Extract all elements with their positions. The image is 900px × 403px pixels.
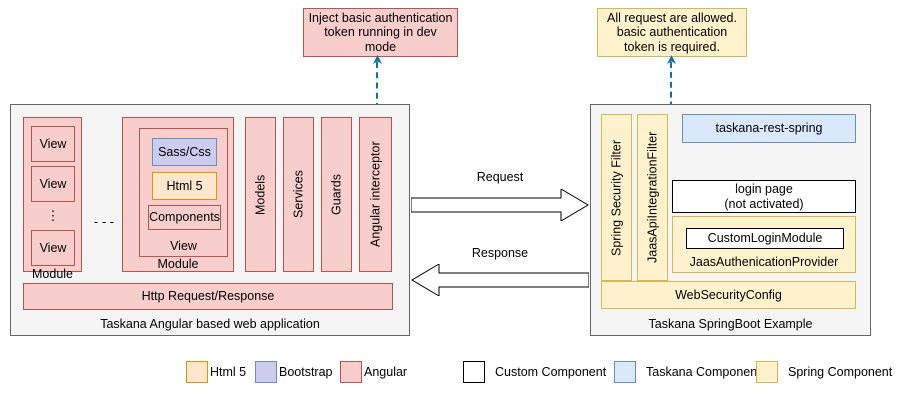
jaas-provider-label-text: JaasAuthenicationProvider xyxy=(689,255,839,269)
http-request-response-bar: Http Request/Response xyxy=(23,283,393,310)
legend-item-html5: Html 5 xyxy=(186,361,246,383)
web-security-config-label: WebSecurityConfig xyxy=(675,287,782,302)
module-a-view-3: View xyxy=(31,230,75,266)
module-a-view-1-label: View xyxy=(39,136,67,151)
column-angular-interceptor: Angular interceptor xyxy=(359,117,392,272)
web-security-config-box: WebSecurityConfig xyxy=(601,281,856,309)
module-a-ellipsis: ⋮ xyxy=(31,204,75,228)
legend-swatch-bootstrap xyxy=(255,361,277,383)
legend-label-custom-component: Custom Component xyxy=(495,365,607,379)
request-arrow xyxy=(411,189,589,221)
legend-label-html5: Html 5 xyxy=(210,365,247,379)
login-page-box: login page (not activated) xyxy=(672,180,856,213)
callout-right-line1: All request are allowed. xyxy=(607,10,737,25)
left-panel-caption: Taskana Angular based web application xyxy=(10,316,410,332)
module-a-label-text: Module xyxy=(32,267,73,281)
module-b-sass-css-label: Sass/Css xyxy=(158,144,211,159)
connector-left-arrowhead xyxy=(373,55,382,64)
legend-swatch-taskana-component xyxy=(614,361,636,383)
login-page-line2: (not activated) xyxy=(724,196,804,211)
legend-item-taskana-component: Taskana Component xyxy=(614,361,761,383)
module-b-label: Module xyxy=(122,257,234,271)
callout-left-line2: token running in dev xyxy=(324,25,437,40)
right-panel-caption-text: Taskana SpringBoot Example xyxy=(648,317,813,331)
filter-spring-security-label: Spring Security Filter xyxy=(609,139,624,256)
legend-label-taskana-component: Taskana Component xyxy=(646,365,761,379)
request-label-text: Request xyxy=(476,170,524,184)
module-a-view-2: View xyxy=(31,166,75,202)
callout-right: All request are allowed. basic authentic… xyxy=(597,8,747,57)
http-request-response-label: Http Request/Response xyxy=(141,289,275,304)
taskana-rest-spring-label: taskana-rest-spring xyxy=(715,121,823,136)
module-b-components-label: Components xyxy=(149,210,220,225)
column-angular-interceptor-label: Angular interceptor xyxy=(368,141,383,248)
column-services-label: Services xyxy=(291,170,306,219)
callout-left-line3: mode xyxy=(364,39,397,54)
callout-right-line2: basic authentication xyxy=(616,25,728,40)
callout-right-line3: token is required. xyxy=(624,39,720,54)
module-b-components: Components xyxy=(148,205,221,230)
filter-spring-security: Spring Security Filter xyxy=(601,114,632,281)
column-services: Services xyxy=(283,117,314,272)
module-b-sass-css: Sass/Css xyxy=(152,138,217,166)
module-a-ellipsis-glyph: ⋮ xyxy=(46,208,60,223)
column-models: Models xyxy=(245,117,276,272)
module-b-label-text: Module xyxy=(157,257,199,271)
jaas-provider-label: JaasAuthenicationProvider xyxy=(672,254,856,270)
module-a-label: Module xyxy=(23,267,82,281)
column-guards: Guards xyxy=(321,117,352,272)
legend-label-angular: Angular xyxy=(364,365,408,379)
legend-swatch-angular xyxy=(340,361,362,383)
modules-ellipsis-horizontal: - - - xyxy=(88,213,120,229)
module-a-view-2-label: View xyxy=(39,176,67,191)
legend-swatch-spring-component xyxy=(756,361,778,383)
module-b-html5-label: Html 5 xyxy=(166,178,203,193)
response-label-text: Response xyxy=(471,246,529,260)
legend-swatch-custom-component xyxy=(463,361,485,383)
response-label: Response xyxy=(440,245,560,261)
legend-item-spring-component: Spring Component xyxy=(756,361,892,383)
legend-label-bootstrap: Bootstrap xyxy=(279,365,333,379)
module-b-view-label: View xyxy=(139,238,228,254)
callout-left-line1: Inject basic authentication xyxy=(308,10,453,25)
legend-swatch-html5 xyxy=(186,361,208,383)
legend-item-angular: Angular xyxy=(340,361,407,383)
legend-item-bootstrap: Bootstrap xyxy=(255,361,333,383)
legend-label-spring-component: Spring Component xyxy=(788,365,893,379)
filter-jaas-api-integration: JaasApiIntegrationFilter xyxy=(637,114,668,281)
response-arrow xyxy=(411,264,589,296)
left-panel-caption-text: Taskana Angular based web application xyxy=(100,317,320,331)
login-page-line1: login page xyxy=(735,182,793,197)
module-b-html5: Html 5 xyxy=(152,172,217,200)
modules-ellipsis-text: - - - xyxy=(93,213,115,229)
right-panel-caption: Taskana SpringBoot Example xyxy=(590,316,871,332)
taskana-rest-spring-box: taskana-rest-spring xyxy=(682,114,856,143)
legend-item-custom-component: Custom Component xyxy=(463,361,606,383)
connector-left-dashed xyxy=(376,62,378,109)
module-b-view-label-text: View xyxy=(170,239,197,253)
filter-jaas-api-integration-label: JaasApiIntegrationFilter xyxy=(645,131,660,264)
custom-login-module-box: CustomLoginModule xyxy=(686,228,844,249)
request-label: Request xyxy=(440,169,560,185)
callout-left: Inject basic authentication token runnin… xyxy=(303,8,458,57)
column-guards-label: Guards xyxy=(329,174,344,215)
connector-right-arrowhead xyxy=(667,55,676,64)
column-models-label: Models xyxy=(253,174,268,215)
custom-login-module-label: CustomLoginModule xyxy=(707,231,823,246)
module-a-view-1: View xyxy=(31,126,75,162)
module-a-view-3-label: View xyxy=(39,240,67,255)
